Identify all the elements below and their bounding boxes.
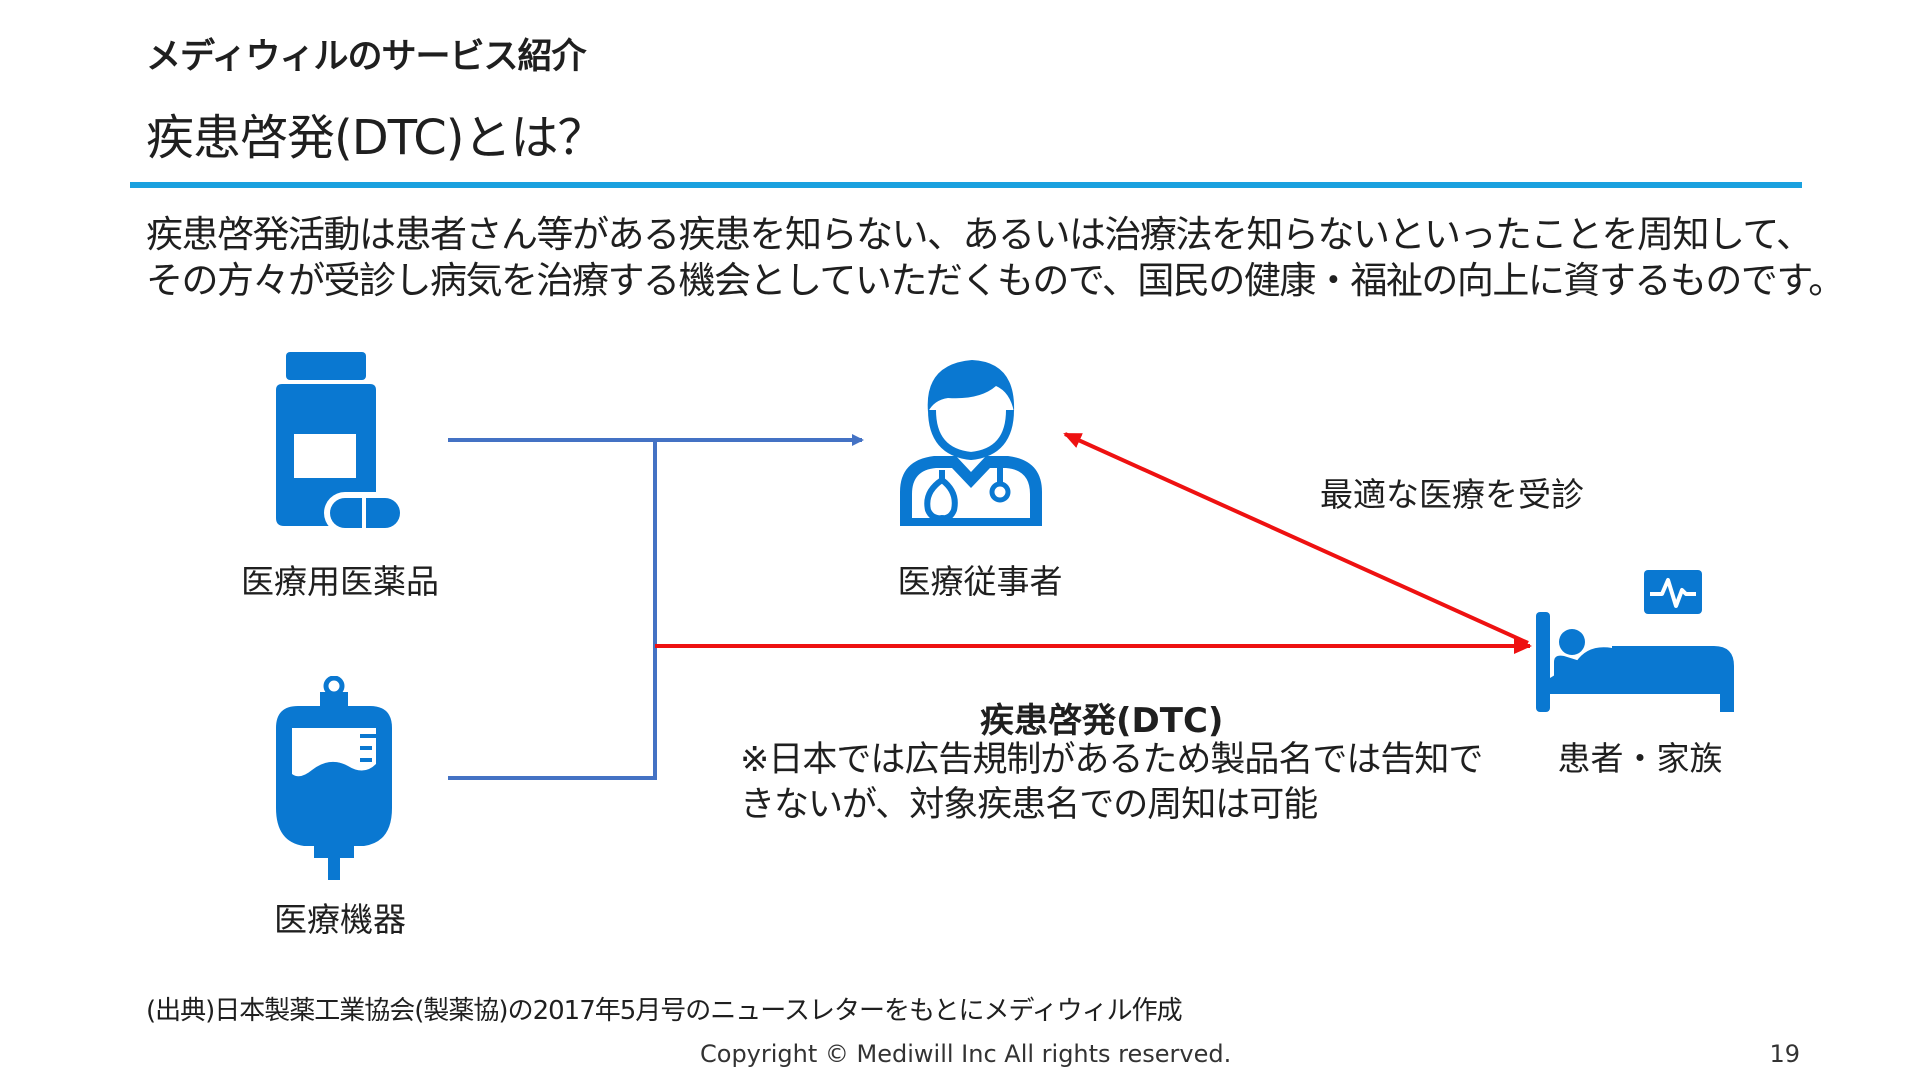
label-patients-families: 患者・家族 (1557, 739, 1723, 778)
page-title: 疾患啓発(DTC)とは？ (146, 110, 605, 166)
section-title: メディウィルのサービス紹介 (146, 37, 587, 77)
dtc-note: ※日本では広告規制があるため製品名では告知で きないが、対象疾患名での周知は可能 (740, 738, 1483, 828)
label-healthcare-professionals: 医療従事者 (897, 562, 1063, 601)
dtc-note-line-1: ※日本では広告規制があるため製品名では告知で (740, 740, 1483, 780)
description-line-1: 疾患啓発活動は患者さん等がある疾患を知らない、あるいは治療法を知らないといったこ… (146, 213, 1813, 256)
dtc-note-line-2: きないが、対象疾患名での周知は可能 (740, 785, 1318, 825)
description: 疾患啓発活動は患者さん等がある疾患を知らない、あるいは治療法を知らないといったこ… (146, 212, 1845, 304)
label-optimal-care-visit: 最適な医療を受診 (1320, 475, 1584, 514)
source-citation: (出典)日本製薬工業協会(製薬協)の2017年5月号のニュースレターをもとにメデ… (146, 996, 1183, 1026)
patient-bed-icon (1536, 570, 1734, 712)
description-line-2: その方々が受診し病気を治療する機会としていただくもので、国民の健康・福祉の向上に… (146, 259, 1845, 302)
iv-bag-icon (276, 676, 392, 880)
copyright: Copyright © Mediwill Inc All rights rese… (700, 1040, 1232, 1068)
title-divider (130, 182, 1802, 188)
label-medical-devices: 医療機器 (274, 900, 406, 939)
visit-arrow (1063, 432, 1529, 645)
page-number: 19 (1769, 1040, 1800, 1068)
doctor-icon (900, 360, 1042, 526)
medicine-bottle-icon (276, 352, 404, 532)
label-medical-drugs: 医療用医薬品 (241, 562, 439, 601)
device-connector (448, 440, 657, 780)
dtc-title: 疾患啓発(DTC) (980, 701, 1224, 741)
